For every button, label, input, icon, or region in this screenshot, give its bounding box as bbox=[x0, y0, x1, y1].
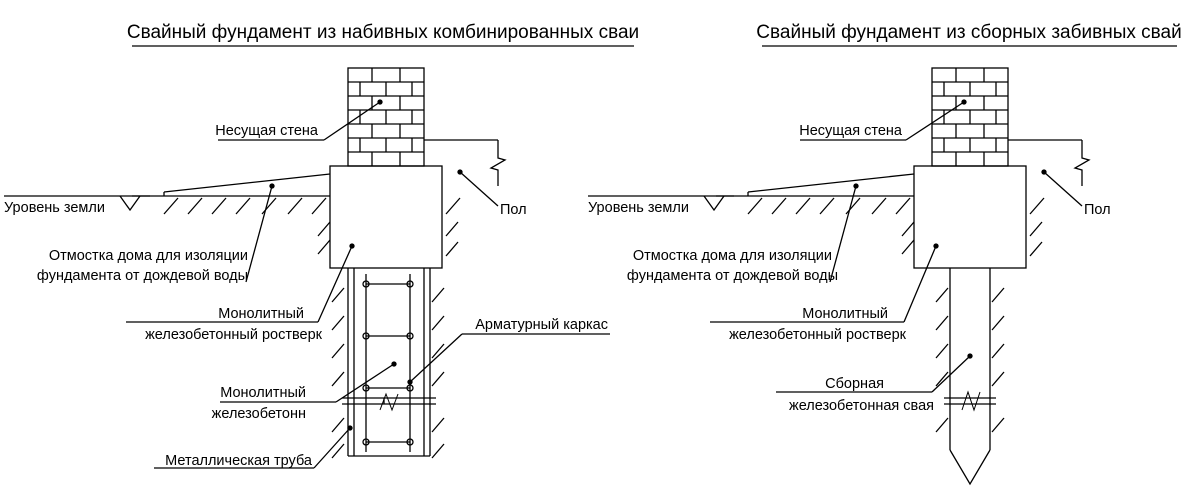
left-label-grillage-1: Монолитный bbox=[218, 306, 304, 322]
left-blind-area bbox=[163, 173, 331, 197]
right-ground-level bbox=[588, 195, 748, 212]
right-label-wall: Несущая стена bbox=[799, 123, 903, 139]
right-label-pile-1: Сборная bbox=[825, 376, 884, 392]
right-pile bbox=[944, 268, 996, 486]
left-ground-level bbox=[4, 195, 164, 212]
left-title: Свайный фундамент из набивных комбиниров… bbox=[127, 22, 639, 43]
left-label-wall: Несущая стена bbox=[215, 123, 319, 139]
right-brick-wall bbox=[931, 67, 1009, 167]
right-label-ground: Уровень земли bbox=[588, 200, 689, 216]
left-label-blind-area-2: фундамента от дождевой воды bbox=[37, 268, 248, 284]
left-pile bbox=[342, 268, 436, 457]
right-label-grillage-1: Монолитный bbox=[802, 306, 888, 322]
right-blind-area bbox=[747, 173, 915, 197]
left-ground-hatching bbox=[163, 197, 461, 459]
left-label-pile-1: Монолитный bbox=[220, 385, 306, 401]
right-label-blind-area-1: Отмостка дома для изоляции bbox=[633, 248, 832, 264]
left-label-blind-area-1: Отмостка дома для изоляции bbox=[49, 248, 248, 264]
right-leaders bbox=[710, 99, 1083, 393]
left-diagram: Свайный фундамент из набивных комбиниров… bbox=[4, 22, 639, 469]
left-label-pipe: Металлическая труба bbox=[165, 453, 313, 469]
right-title: Свайный фундамент из сборных забивных св… bbox=[756, 22, 1181, 43]
left-label-pile-2: железобетонн bbox=[212, 406, 306, 422]
right-label-pile-2: железобетонная свая bbox=[789, 398, 934, 414]
right-label-blind-area-2: фундамента от дождевой воды bbox=[627, 268, 838, 284]
right-label-floor: Пол bbox=[1084, 202, 1111, 218]
left-label-floor: Пол bbox=[500, 202, 527, 218]
right-label-grillage-2: железобетонный ростверк bbox=[729, 327, 907, 343]
left-label-grillage-2: железобетонный ростверк bbox=[145, 327, 323, 343]
right-diagram: Свайный фундамент из сборных забивных св… bbox=[588, 22, 1182, 486]
left-leaders bbox=[126, 99, 610, 469]
left-floor-line bbox=[424, 139, 507, 186]
left-label-rebar-cage: Арматурный каркас bbox=[475, 317, 608, 333]
right-grillage bbox=[913, 165, 1027, 269]
right-floor-line bbox=[1008, 139, 1091, 186]
left-rebar-cage bbox=[362, 274, 414, 452]
right-ground-hatching bbox=[747, 197, 1045, 433]
left-label-ground: Уровень земли bbox=[4, 200, 105, 216]
left-grillage bbox=[329, 165, 443, 269]
left-brick-wall bbox=[347, 67, 425, 167]
